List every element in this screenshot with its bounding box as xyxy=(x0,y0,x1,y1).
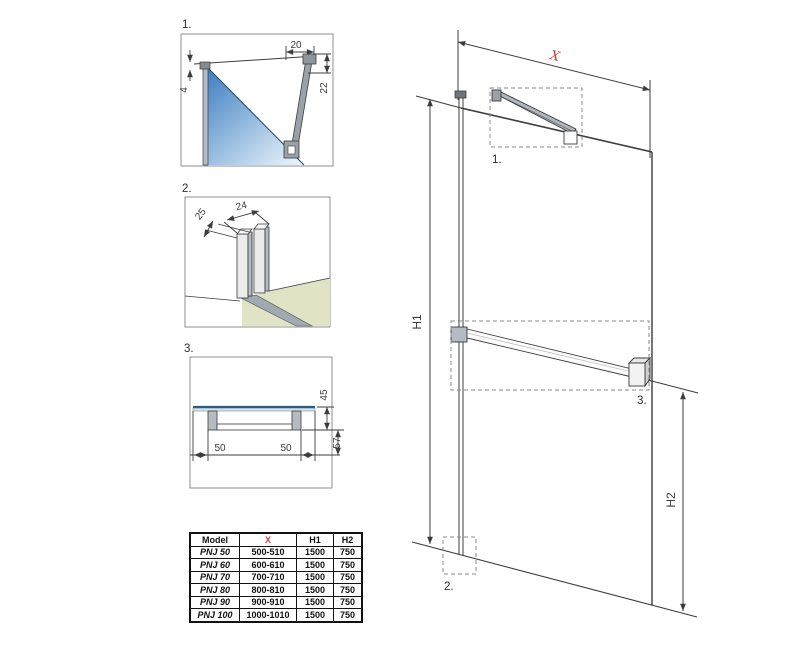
cell-h2: 750 xyxy=(333,595,363,609)
towel-rail-bar xyxy=(216,423,293,431)
header-model: Model xyxy=(189,532,240,547)
dimension-label-24: 24 xyxy=(235,200,249,213)
ceiling-support-bar xyxy=(491,89,578,145)
table-row: PNJ 60 600-610 1500 750 xyxy=(189,558,363,572)
dimension-4: 4 xyxy=(179,50,193,93)
cell-h2: 750 xyxy=(333,558,363,572)
cell-x: 500-510 xyxy=(239,545,297,559)
cell-model: PNJ 70 xyxy=(189,570,240,584)
glass-panel-top-view xyxy=(192,405,316,412)
cell-x: 800-810 xyxy=(239,583,297,597)
table-row: PNJ 70 700-710 1500 750 xyxy=(189,570,363,584)
table-row: PNJ 90 900-910 1500 750 xyxy=(189,595,363,609)
cell-x: 900-910 xyxy=(239,595,297,609)
callout-box-3 xyxy=(450,320,650,391)
dimension-label-50-right: 50 xyxy=(280,443,292,454)
dimension-label-4: 4 xyxy=(179,87,190,93)
cell-h1: 1500 xyxy=(296,608,334,622)
dimension-x: X xyxy=(457,30,651,158)
dimension-label-x: X xyxy=(548,48,562,65)
dimension-label-h1: H1 xyxy=(410,314,424,330)
dimension-h1: H1 xyxy=(410,95,462,544)
cell-model: PNJ 80 xyxy=(189,583,240,597)
floor-line xyxy=(411,541,698,618)
glass-top-edge xyxy=(460,107,653,153)
rail-bracket-right xyxy=(291,410,302,431)
cell-h1: 1500 xyxy=(296,583,334,597)
table-row: PNJ 80 800-810 1500 750 xyxy=(189,583,363,597)
size-spec-table: Model X H1 H2 PNJ 50 500-510 1500 750 PN… xyxy=(189,532,363,623)
wall-profile-section xyxy=(202,66,209,166)
callout-box-2 xyxy=(442,536,477,575)
cell-model: PNJ 100 xyxy=(189,608,240,622)
detail-2-view: 2. 24 25 xyxy=(182,183,331,328)
dimension-h2: H2 xyxy=(647,379,699,611)
wall-profile xyxy=(454,90,467,555)
glass-clamp xyxy=(283,140,300,159)
callout-label-3: 3. xyxy=(637,395,647,407)
dimension-label-20: 20 xyxy=(290,40,302,51)
ceiling-bracket xyxy=(302,53,317,65)
cell-h1: 1500 xyxy=(296,570,334,584)
table-row: PNJ 50 500-510 1500 750 xyxy=(189,545,363,559)
ceiling-line xyxy=(193,55,317,65)
cell-model: PNJ 60 xyxy=(189,558,240,572)
header-x: X xyxy=(239,532,297,547)
callout-label-2: 2. xyxy=(444,581,454,593)
cell-h1: 1500 xyxy=(296,545,334,559)
towel-rail xyxy=(450,326,652,388)
floor-line-right xyxy=(268,277,331,292)
dimension-22: 22 xyxy=(308,53,331,94)
header-h1: H1 xyxy=(296,532,334,547)
detail-3-view: 3. 45 57 xyxy=(184,343,344,489)
rail-bracket-left xyxy=(207,410,218,431)
cell-model: PNJ 50 xyxy=(189,545,240,559)
callout-label-1: 1. xyxy=(492,154,502,166)
cell-x: 700-710 xyxy=(239,570,297,584)
dimension-label-22: 22 xyxy=(319,82,330,94)
detail-3-label: 3. xyxy=(184,343,194,355)
dimension-label-57: 57 xyxy=(332,437,343,449)
table-row: PNJ 100 1000-1010 1500 750 xyxy=(189,608,363,622)
cell-h2: 750 xyxy=(333,545,363,559)
cell-x: 600-610 xyxy=(239,558,297,572)
dimension-50-pair: 50 50 xyxy=(190,411,340,461)
dimension-57: 57 xyxy=(332,430,343,455)
cell-x: 1000-1010 xyxy=(239,608,297,622)
cell-h1: 1500 xyxy=(296,595,334,609)
detail-1-label: 1. xyxy=(182,19,192,31)
dimension-label-h2: H2 xyxy=(664,492,678,508)
wall-profile-3d xyxy=(236,223,270,299)
cell-model: PNJ 90 xyxy=(189,595,240,609)
callout-box-1 xyxy=(489,87,583,148)
detail-1-view: 1. 20 4 xyxy=(179,19,334,167)
floor-line-left xyxy=(184,295,241,302)
dimension-20: 20 xyxy=(285,40,315,60)
cell-h2: 750 xyxy=(333,570,363,584)
shower-floor xyxy=(242,278,330,326)
cell-h1: 1500 xyxy=(296,558,334,572)
cell-h2: 750 xyxy=(333,583,363,597)
header-h2: H2 xyxy=(333,532,363,547)
main-elevation-view: X H1 1. xyxy=(410,30,699,618)
cell-h2: 750 xyxy=(333,608,363,622)
dimension-label-45: 45 xyxy=(319,389,330,401)
detail-2-label: 2. xyxy=(182,183,192,195)
table-header-row: Model X H1 H2 xyxy=(189,532,363,547)
dimension-label-50-left: 50 xyxy=(214,443,226,454)
